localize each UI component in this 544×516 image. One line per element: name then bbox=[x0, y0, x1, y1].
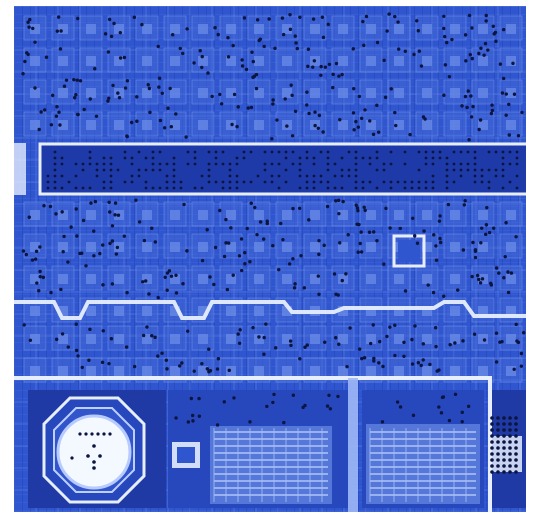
bright-pad-square bbox=[392, 234, 426, 268]
via-dots bbox=[21, 12, 526, 427]
stepped-power-trace bbox=[14, 300, 526, 320]
chip-die-photo bbox=[14, 6, 526, 512]
bond-pad-octagon bbox=[28, 390, 166, 508]
lower-right-block bbox=[362, 390, 484, 508]
right-pad-column bbox=[488, 390, 526, 508]
bus-band bbox=[14, 142, 526, 196]
lower-middle-block bbox=[168, 390, 348, 508]
vertical-bus-trace bbox=[348, 378, 358, 512]
logic-cells-top bbox=[23, 15, 523, 137]
